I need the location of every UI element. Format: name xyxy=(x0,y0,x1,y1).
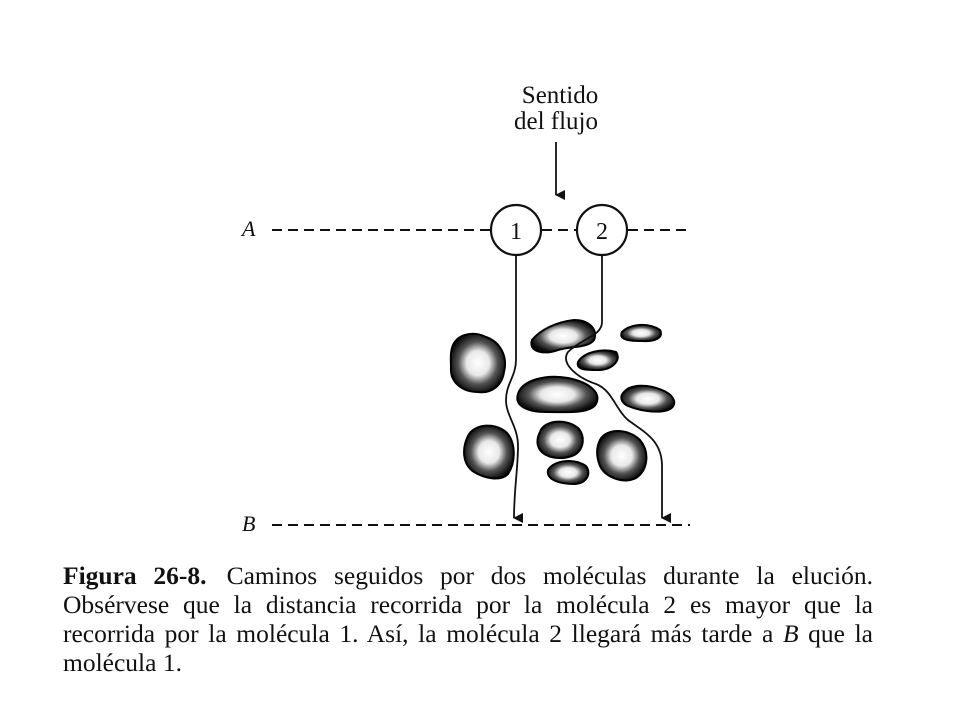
particle xyxy=(576,349,619,372)
particle xyxy=(530,318,596,354)
figure-caption: Figura 26-8.Caminos seguidos por dos mol… xyxy=(63,561,873,677)
flow-label-line1: Sentido xyxy=(522,82,598,109)
particle xyxy=(620,324,662,343)
caption-text-part2: que la molécula 1. xyxy=(63,619,873,677)
molecule-1-label: 1 xyxy=(510,219,522,245)
particle xyxy=(449,332,506,394)
particle xyxy=(620,384,676,413)
flow-label-line2: del flujo xyxy=(514,108,598,135)
particle xyxy=(596,430,648,482)
molecule-2-path xyxy=(565,255,671,523)
particle xyxy=(546,460,590,486)
molecule-1-path xyxy=(505,255,524,524)
molecule-2: 2 xyxy=(575,203,629,257)
line-a-label: A xyxy=(240,216,256,241)
particle xyxy=(536,420,584,459)
particle xyxy=(463,424,515,480)
caption-text-part1: Caminos seguidos por dos moléculas duran… xyxy=(63,561,874,648)
molecule-2-label: 2 xyxy=(596,219,608,245)
molecule-1: 1 xyxy=(489,203,543,257)
figure-label: Figura 26-8. xyxy=(63,561,207,590)
line-b-label: B xyxy=(242,511,255,536)
caption-text-italic: B xyxy=(782,619,799,648)
stationary-phase-particles xyxy=(449,318,676,486)
particle xyxy=(516,375,599,414)
